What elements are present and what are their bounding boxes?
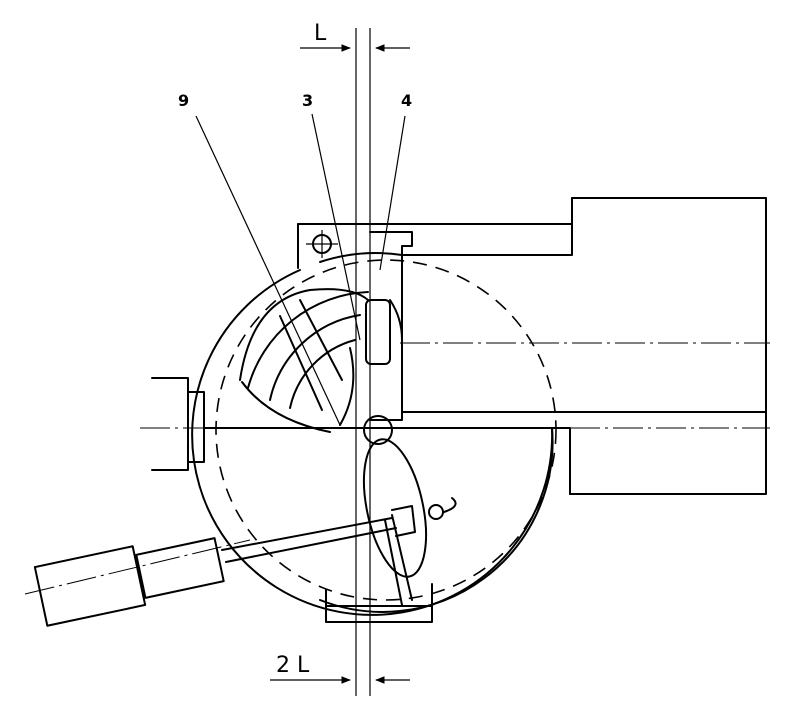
motor-assembly bbox=[33, 497, 457, 627]
level-bubble-icon bbox=[306, 230, 338, 258]
dimension-bottom: 2 L bbox=[270, 653, 410, 684]
dimension-label-l: L bbox=[314, 21, 327, 46]
center-plate bbox=[339, 231, 413, 445]
reference-lines bbox=[24, 28, 770, 696]
main-circle bbox=[191, 252, 557, 616]
part-label-9: 9 bbox=[178, 91, 189, 110]
dimension-label-2l: 2 L bbox=[276, 653, 310, 678]
inner-disc bbox=[362, 438, 428, 606]
machine-housing bbox=[297, 197, 767, 495]
bottom-foot bbox=[325, 583, 433, 623]
left-end-cap bbox=[151, 377, 205, 471]
blade-segments bbox=[239, 288, 369, 433]
dimension-top: L bbox=[300, 21, 410, 52]
part-label-3: 3 bbox=[302, 91, 313, 110]
part-label-4: 4 bbox=[401, 91, 412, 110]
part-labels: 9 3 4 bbox=[178, 91, 412, 426]
